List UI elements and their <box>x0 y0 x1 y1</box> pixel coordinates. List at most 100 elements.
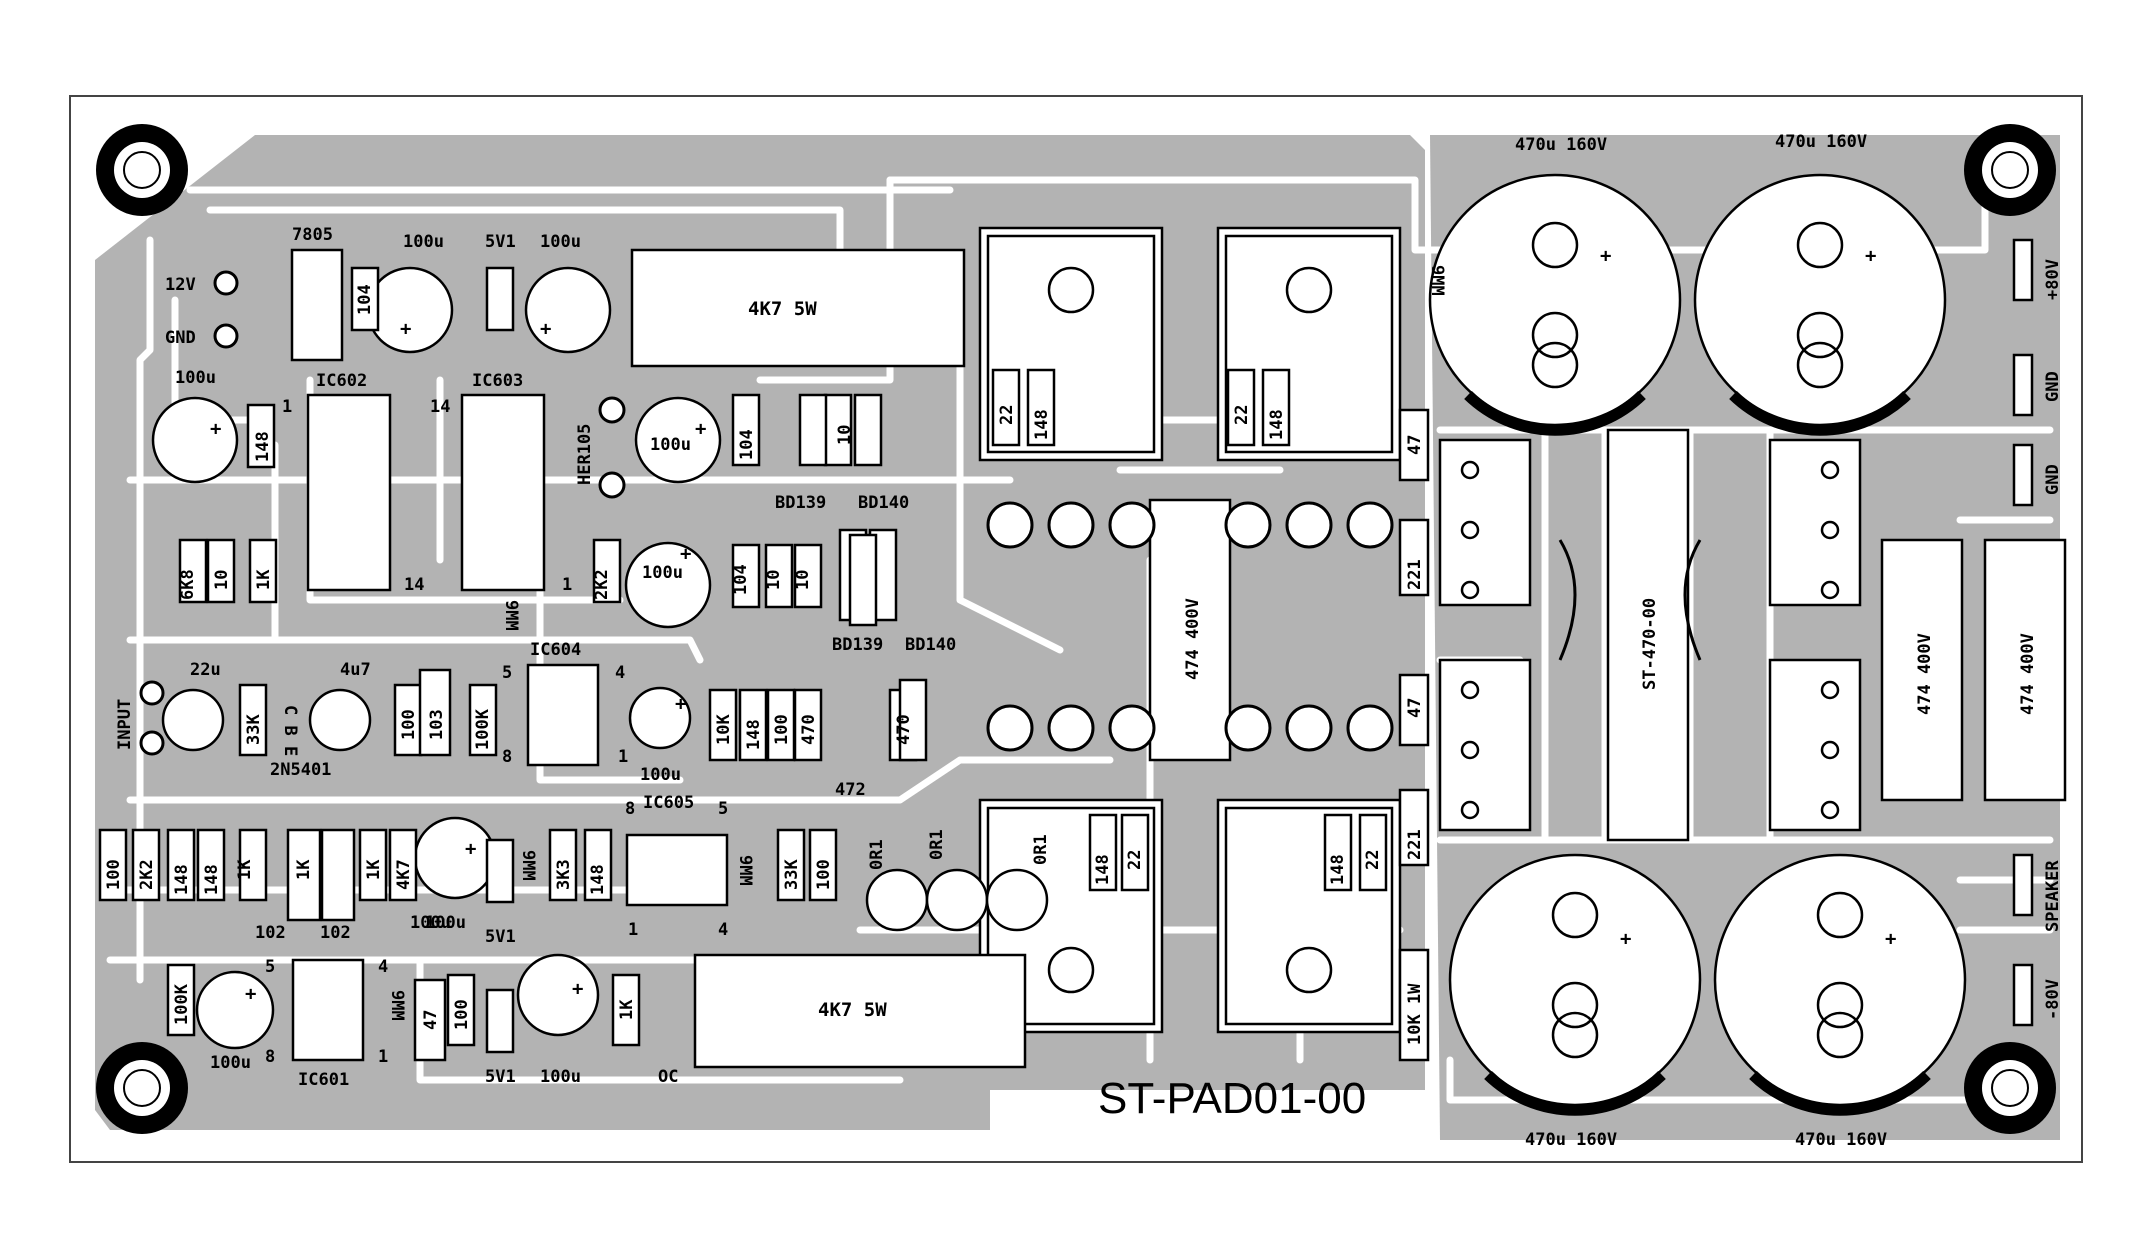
pad-her105-a <box>598 396 626 424</box>
resistor-4k7-5w-top <box>630 248 966 368</box>
label-104-a: 104 <box>737 429 757 460</box>
label-10-a: 10 <box>212 570 232 590</box>
label-ic602: IC602 <box>316 371 367 391</box>
pad-input-a <box>139 680 165 706</box>
label-1k-e: 1K <box>617 999 637 1020</box>
label-4k7: 4K7 <box>394 859 414 890</box>
label-1k-a: 1K <box>254 569 274 590</box>
label-9mm-d: 9MM <box>518 850 538 881</box>
label-474-right-b: 474 400V <box>2018 633 2038 715</box>
label-470-a: 470 <box>799 714 819 745</box>
label-pin-4-a: 4 <box>615 663 625 683</box>
small-components <box>98 266 1430 1062</box>
svg-text:+: + <box>695 418 706 440</box>
svg-text:+: + <box>540 318 551 340</box>
label-pin-8-a: 8 <box>502 747 512 767</box>
svg-text:+: + <box>1620 928 1631 950</box>
cap-470u-top-left: + <box>1428 173 1682 436</box>
label-221-a: 221 <box>1405 559 1425 590</box>
board-title: ST-PAD01-00 <box>1098 1074 1366 1123</box>
label-ic601: IC601 <box>298 1070 349 1090</box>
label-ic604: IC604 <box>530 640 581 660</box>
label-pin-1-a: 1 <box>282 397 292 417</box>
label-148-g: 148 <box>172 864 192 895</box>
label-47-a: 47 <box>1405 435 1425 455</box>
mounting-hole-tl <box>96 124 188 216</box>
label-9mm-a: 9MM <box>1427 265 1447 296</box>
label-pin-8-b: 8 <box>625 799 635 819</box>
label-100k-a: 100K <box>473 708 493 750</box>
label-speaker: SPEAKER <box>2043 860 2063 932</box>
label-pin-1-c: 1 <box>618 747 628 767</box>
label-148-c: 148 <box>1267 409 1287 440</box>
label-148-b: 148 <box>1032 409 1052 440</box>
label-9mm-e: 9MM <box>387 990 407 1021</box>
label-cap-100u-j: 100u <box>410 913 451 933</box>
label-3k3: 3K3 <box>554 859 574 890</box>
ic604-outline <box>526 663 600 767</box>
mounting-hole-br <box>1964 1042 2056 1134</box>
svg-text:+: + <box>1865 245 1876 267</box>
svg-text:+: + <box>675 693 686 715</box>
label-100-e: 100 <box>452 999 472 1030</box>
cap-474-center <box>1148 498 1232 762</box>
label-pin-5-a: 5 <box>502 663 512 683</box>
label-cap-100u-a: 100u <box>403 232 444 252</box>
label-104-c: 104 <box>731 564 751 595</box>
label-22-b: 22 <box>1232 405 1252 425</box>
label-pin-4-b: 4 <box>718 920 728 940</box>
pad-gnd-in <box>213 323 239 349</box>
ic605-outline <box>625 833 729 907</box>
ic602-outline <box>306 393 392 592</box>
label-22-c: 22 <box>1125 850 1145 870</box>
label-4k7-5w-top: 4K7 5W <box>748 298 817 320</box>
label-2n5401: 2N5401 <box>270 760 331 780</box>
label-9mm-b: 9MM <box>501 600 521 631</box>
reg-7805-outline <box>290 248 344 362</box>
label-10k-1w: 10K 1W <box>1405 983 1425 1045</box>
label-cap-100u-g: 100u <box>425 913 466 933</box>
cap-470u-bottom-left: + <box>1448 853 1702 1116</box>
label-9mm-c: 9MM <box>735 855 755 886</box>
label-0r1-b: 0R1 <box>927 829 947 860</box>
label-474-center: 474 400V <box>1183 598 1203 680</box>
label-cap-100u-f: 100u <box>640 765 681 785</box>
resistor-0r1-b <box>925 868 989 932</box>
label-22u: 22u <box>190 660 221 680</box>
label-pin-5-b: 5 <box>718 799 728 819</box>
label-oc: OC <box>658 1067 678 1087</box>
label-st470: ST-470-00 <box>1640 598 1660 690</box>
label-1k-d: 1K <box>364 859 384 880</box>
label-pin-1-b: 1 <box>562 575 572 595</box>
label-103: 103 <box>427 709 447 740</box>
label-22-d: 22 <box>1363 850 1383 870</box>
svg-text:+: + <box>1885 928 1896 950</box>
label-470u-tr: 470u 160V <box>1775 132 1867 152</box>
cap-474-right-b <box>1983 538 2067 802</box>
ic601-outline <box>291 958 365 1062</box>
label-22-a: 22 <box>997 405 1017 425</box>
label-7805: 7805 <box>292 225 333 245</box>
label-5v1-c: 5V1 <box>485 1067 516 1087</box>
label-bd140-a: BD140 <box>858 493 909 513</box>
label-bd139-a: BD139 <box>775 493 826 513</box>
cap-470u-bottom-right: + <box>1713 853 1967 1116</box>
label-pin-1-d: 1 <box>628 920 638 940</box>
mounting-hole-tr <box>1964 124 2056 216</box>
resistor-0r1-a <box>865 868 929 932</box>
label-104-b: 104 <box>355 284 375 315</box>
bridge-rectifier <box>1438 428 1862 842</box>
small-electrolytics: + + + + + + + + + <box>151 266 722 1050</box>
label-pin-14-a: 14 <box>430 397 450 417</box>
label-pin-1-e: 1 <box>378 1047 388 1067</box>
label-470-b: 470 <box>894 714 914 745</box>
label-47: 47 <box>421 1010 441 1030</box>
label-bd139-b: BD139 <box>832 635 883 655</box>
label-pin-14-b: 14 <box>404 575 424 595</box>
label-2k2-a: 2K2 <box>592 569 612 600</box>
label-6k8: 6K8 <box>178 569 198 600</box>
label-148-a: 148 <box>253 431 273 462</box>
cap-474-right-a <box>1880 538 1964 802</box>
label-33k-b: 33K <box>782 859 802 890</box>
